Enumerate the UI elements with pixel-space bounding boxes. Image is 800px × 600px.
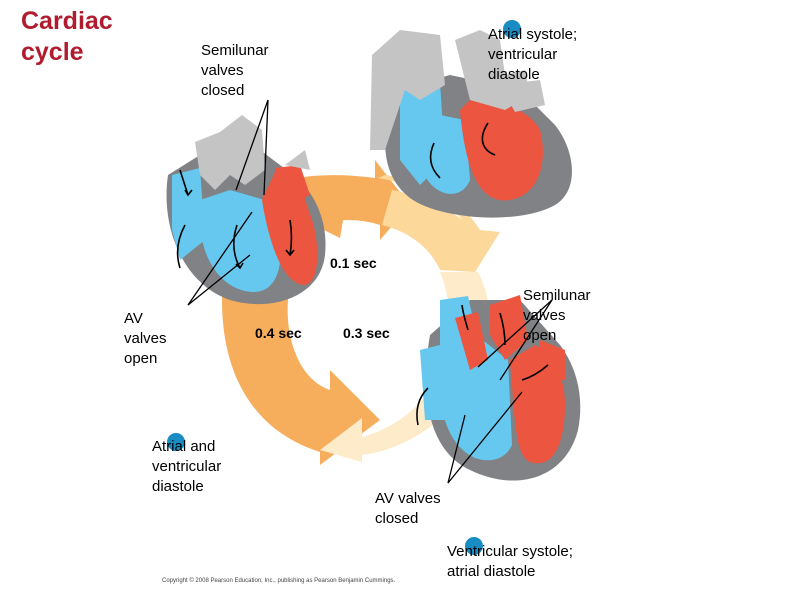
pointer-lines: [187, 99, 553, 484]
time-0.1-sec: 0.1 sec: [330, 255, 377, 271]
label-atrial-ventricular-diastole: Atrial and ventricular diastole: [152, 438, 222, 495]
label-av-open: AV valves open: [124, 310, 167, 367]
label-ventricular-systole: Ventricular systole; atrial diastole: [447, 543, 573, 580]
time-0.4-sec: 0.4 sec: [255, 325, 302, 341]
heart-atrial-systole: [370, 30, 572, 218]
marker-dot-diastole: [167, 433, 185, 451]
title-line-1: Cardiac: [21, 7, 113, 35]
page-title: Cardiac cycle: [21, 6, 113, 68]
label-av-closed: AV valves closed: [375, 490, 441, 527]
heart-ventricular-systole: [420, 295, 581, 481]
marker-dot-atrial-systole: [503, 20, 521, 38]
phase-arrow-0.1-sec: [378, 175, 500, 272]
marker-dot-ventricular-systole: [465, 537, 483, 555]
label-semilunar-closed: Semilunar valves closed: [201, 42, 269, 99]
label-semilunar-open: Semilunar valves open: [523, 287, 591, 344]
label-atrial-systole: Atrial systole; ventricular diastole: [488, 26, 578, 83]
heart-diastole: [166, 115, 326, 305]
time-0.3-sec: 0.3 sec: [343, 325, 390, 341]
title-line-2: cycle: [21, 38, 84, 66]
copyright-notice: Copyright © 2008 Pearson Education, Inc.…: [162, 578, 396, 584]
